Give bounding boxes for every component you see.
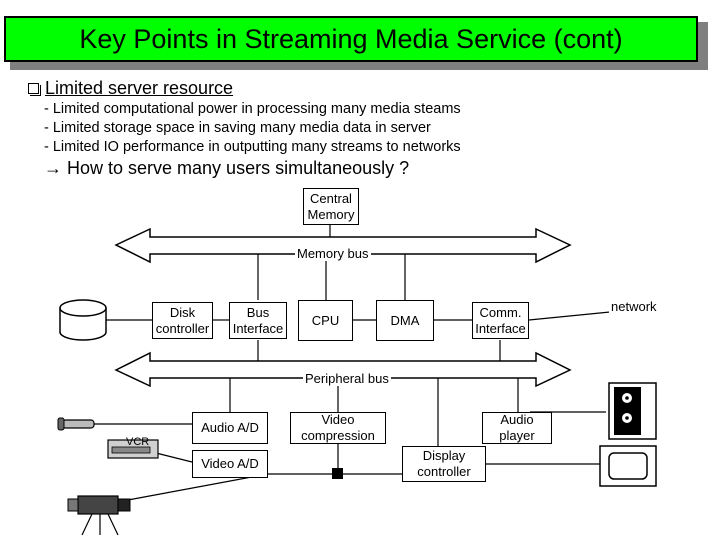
dma-box: DMA	[376, 300, 434, 341]
peripheral-bus-label: Peripheral bus	[303, 371, 391, 386]
bullet-limited-server: Limited server resource	[28, 78, 233, 99]
vcr-icon	[107, 439, 159, 459]
monitor-icon	[599, 445, 657, 487]
audio-player-box: Audio player	[482, 412, 552, 444]
memory-bus-arrow	[114, 227, 572, 264]
disk-icon	[59, 299, 107, 341]
vcr-label: VCR	[126, 436, 150, 448]
video-compression-box: Video compression	[290, 412, 386, 444]
memory-bus-label: Memory bus	[295, 246, 371, 261]
network-label: network	[609, 299, 659, 314]
central-memory-box: Central Memory	[303, 188, 359, 225]
audio-ad-box: Audio A/D	[192, 412, 268, 444]
camera-icon	[67, 495, 131, 536]
microphone-icon	[57, 417, 95, 431]
disk-controller-box: Disk controller	[152, 302, 213, 339]
sub-item: - Limited IO performance in outputting m…	[44, 139, 461, 155]
bus-interface-box: Bus Interface	[229, 302, 287, 339]
bullet-label: Limited server resource	[45, 78, 234, 98]
question-text: → How to serve many users simultaneously…	[44, 158, 410, 178]
display-controller-box: Display controller	[402, 446, 486, 482]
title-banner: Key Points in Streaming Media Service (c…	[4, 16, 698, 62]
sub-item: - Limited storage space in saving many m…	[44, 120, 431, 136]
speaker-icon	[608, 382, 657, 440]
sub-item-list: - Limited computational power in process…	[44, 100, 461, 157]
sub-item: - Limited computational power in process…	[44, 101, 461, 117]
comm-interface-box: Comm. Interface	[472, 302, 529, 339]
bullet-square-icon	[28, 83, 41, 96]
cpu-box: CPU	[298, 300, 353, 341]
peripheral-bus-arrow	[114, 351, 572, 388]
junction-square	[332, 468, 343, 479]
page-title: Key Points in Streaming Media Service (c…	[79, 23, 623, 54]
video-ad-box: Video A/D	[192, 450, 268, 478]
